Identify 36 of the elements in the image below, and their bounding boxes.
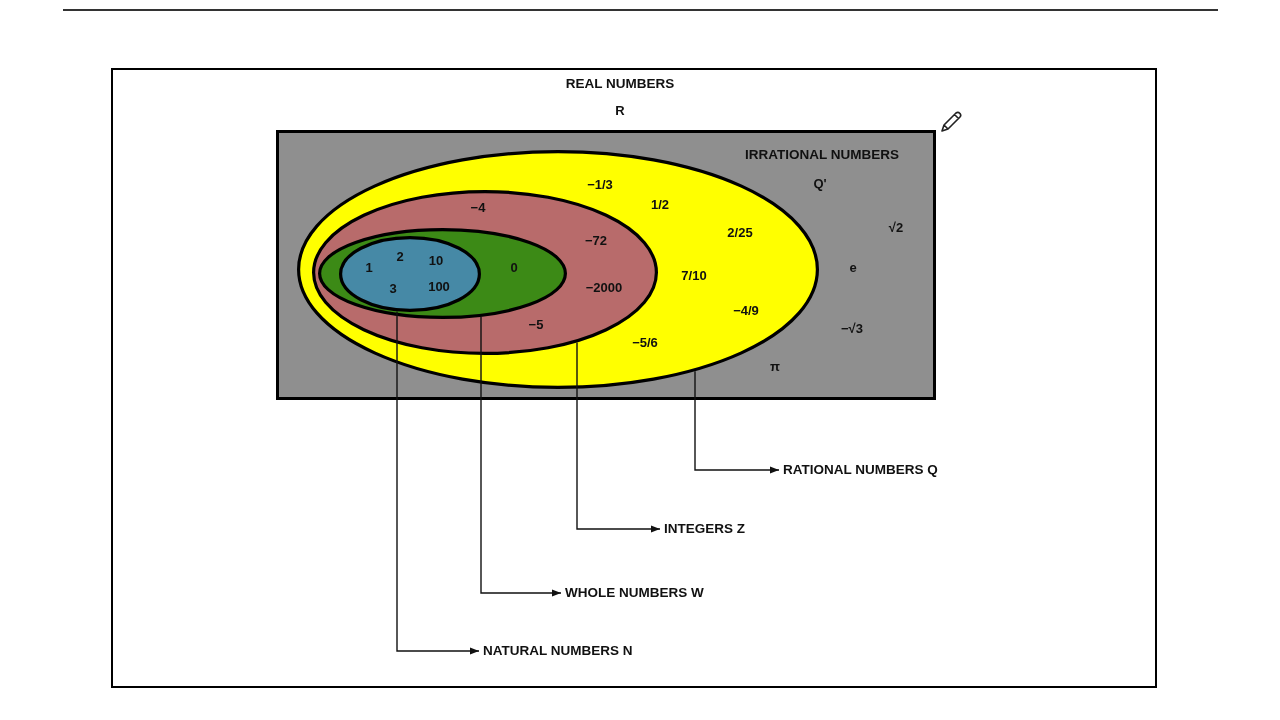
fraction-label: 2/25 — [727, 225, 753, 241]
number-label: 3 — [389, 281, 397, 297]
number-label: −5 — [528, 317, 544, 333]
number-label: −2000 — [585, 280, 623, 296]
number-label: 2 — [396, 249, 404, 265]
set-heading: REAL NUMBERS — [565, 76, 675, 92]
set-label: RATIONAL NUMBERS Q — [779, 462, 938, 478]
number-label: π — [770, 359, 780, 375]
set-label: INTEGERS Z — [660, 521, 745, 537]
set-rectangle — [276, 130, 936, 400]
number-label: 0 — [510, 260, 518, 276]
leader-arrow — [576, 341, 661, 533]
number-label: 100 — [428, 279, 450, 295]
leader-arrow — [694, 370, 780, 474]
set-heading: IRRATIONAL NUMBERS — [745, 147, 899, 163]
set-symbol: R — [615, 103, 625, 119]
number-label: −√3 — [841, 321, 863, 337]
set-label: WHOLE NUMBERS W — [561, 585, 704, 601]
number-label: e — [849, 260, 857, 276]
number-label: 1 — [365, 260, 373, 276]
fraction-label: −4/9 — [733, 303, 759, 319]
set-ellipse — [339, 236, 481, 312]
leader-arrow — [396, 310, 480, 655]
set-ellipse — [318, 228, 567, 319]
leader-arrow — [480, 316, 562, 597]
set-symbol: Q' — [813, 176, 827, 192]
number-label: 10 — [428, 253, 444, 269]
fraction-label: −5/6 — [632, 335, 658, 351]
number-label: √2 — [888, 220, 904, 236]
fraction-label: −1/3 — [587, 177, 613, 193]
number-label: −4 — [470, 200, 486, 216]
outer-frame — [111, 68, 1157, 688]
fraction-label: 1/2 — [650, 197, 670, 213]
set-label: NATURAL NUMBERS N — [479, 643, 633, 659]
number-label: −72 — [584, 233, 608, 249]
fraction-label: 7/10 — [681, 268, 707, 284]
